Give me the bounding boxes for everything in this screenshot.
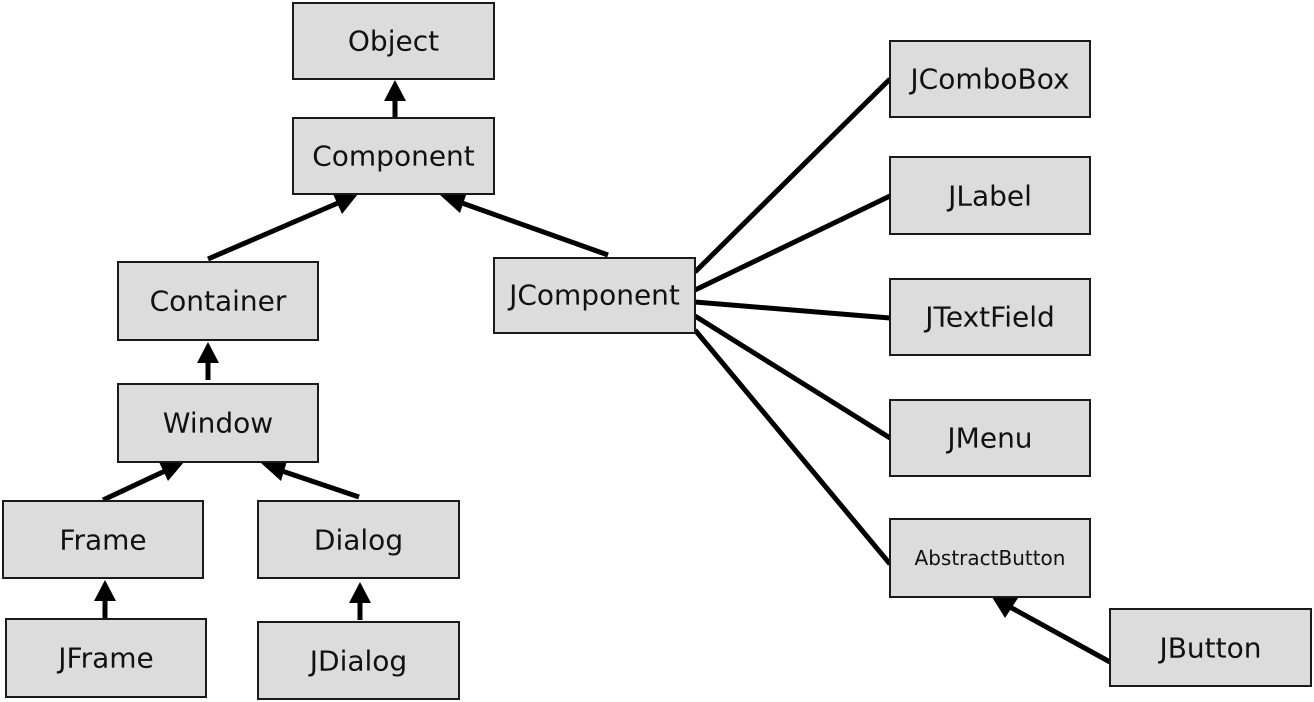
edges: [94, 77, 1112, 665]
edge-jcomponent-component: [461, 200, 609, 258]
arrowhead-abstractbutton: [992, 597, 1018, 618]
node-label: Object: [348, 25, 439, 58]
node-component: Component: [292, 117, 495, 195]
arrowhead-component-right: [440, 192, 467, 213]
node-label: JFrame: [56, 642, 154, 675]
node-frame: Frame: [2, 500, 204, 579]
node-jcomponent: JComponent: [493, 257, 696, 334]
node-jbutton: JButton: [1109, 608, 1312, 687]
edge-jcomponent-jtextfield: [694, 299, 891, 321]
node-window: Window: [117, 383, 319, 463]
node-label: JComboBox: [908, 63, 1069, 96]
node-label: Frame: [59, 524, 146, 557]
edge-jbutton-abstractbutton: [1008, 604, 1112, 665]
node-label: JTextField: [923, 301, 1055, 334]
node-dialog: Dialog: [257, 500, 460, 579]
edge-container-component: [207, 200, 339, 262]
edge-jcomponent-jlabel: [693, 193, 892, 293]
node-label: JDialog: [308, 645, 407, 678]
node-jlabel: JLabel: [889, 156, 1091, 235]
node-container: Container: [117, 261, 319, 341]
node-label: JLabel: [946, 180, 1032, 213]
node-jframe: JFrame: [5, 618, 207, 698]
arrowhead-dialog: [349, 582, 371, 603]
arrowhead-window-left: [159, 462, 184, 481]
node-jdialog: JDialog: [257, 621, 460, 700]
node-label: JMenu: [945, 422, 1032, 455]
node-abstractbutton: AbstractButton: [889, 518, 1091, 598]
arrowhead-object: [384, 80, 406, 101]
node-jcombobox: JComboBox: [889, 40, 1091, 118]
node-label: JButton: [1157, 632, 1261, 665]
node-jtextfield: JTextField: [889, 278, 1091, 356]
edge-jcomponent-abstractbutton: [693, 328, 892, 566]
node-label: AbstractButton: [915, 546, 1066, 570]
arrowhead-window-right: [261, 461, 287, 481]
node-label: Container: [150, 285, 287, 318]
node-object: Object: [292, 2, 495, 80]
arrowhead-frame: [94, 580, 116, 601]
edge-jcomponent-jcombobox: [693, 77, 892, 274]
arrowhead-component-left: [333, 194, 358, 214]
node-label: Window: [163, 407, 273, 440]
node-label: JComponent: [507, 279, 680, 312]
edge-frame-window: [101, 468, 167, 503]
node-jmenu: JMenu: [889, 399, 1091, 477]
edge-jcomponent-jmenu: [693, 313, 892, 441]
node-label: Component: [312, 140, 475, 173]
arrowhead-container: [197, 342, 219, 363]
node-label: Dialog: [314, 524, 403, 557]
edge-dialog-window: [281, 468, 360, 500]
